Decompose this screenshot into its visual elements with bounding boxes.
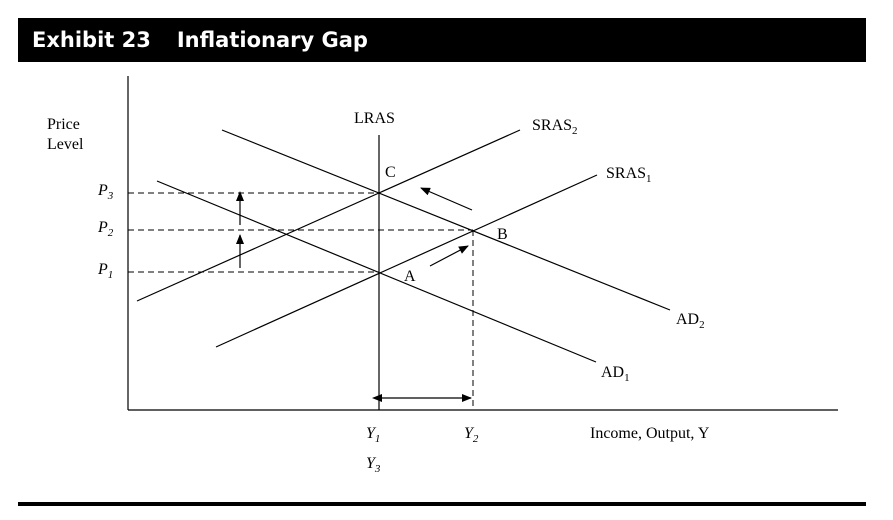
y-axis-label-line1: Price bbox=[47, 116, 80, 133]
y1-label: Y1 bbox=[366, 425, 380, 445]
point-a-label: A bbox=[404, 268, 416, 285]
shift-arrow-a-to-b bbox=[429, 245, 469, 267]
exhibit-title: Inflationary Gap bbox=[176, 28, 368, 52]
y3-label: Y3 bbox=[366, 455, 381, 475]
p1-label: P1 bbox=[97, 261, 113, 281]
exhibit-header: Exhibit 23 Inflationary Gap bbox=[18, 18, 866, 62]
x-axis-label: Income, Output, Y bbox=[590, 425, 710, 442]
lras-label: LRAS bbox=[354, 110, 395, 127]
bottom-rule bbox=[18, 502, 866, 506]
sras2-curve bbox=[136, 129, 521, 302]
shift-arrow-b-to-c bbox=[420, 187, 473, 211]
y-axis-label-line2: Level bbox=[47, 136, 84, 153]
ad1-label: AD1 bbox=[601, 364, 630, 384]
ad2-curve bbox=[221, 129, 671, 311]
ad1-curve bbox=[156, 180, 597, 363]
point-b-label: B bbox=[497, 226, 508, 243]
p3-label: P3 bbox=[97, 182, 114, 202]
sras2-label: SRAS2 bbox=[532, 117, 578, 137]
exhibit-number: Exhibit 23 bbox=[32, 28, 151, 52]
p2-label: P2 bbox=[97, 219, 114, 239]
sras1-curve bbox=[215, 174, 598, 348]
point-c-label: C bbox=[385, 164, 396, 181]
y2-label: Y2 bbox=[464, 425, 479, 445]
ad2-label: AD2 bbox=[676, 311, 705, 331]
sras1-label: SRAS1 bbox=[606, 165, 652, 185]
